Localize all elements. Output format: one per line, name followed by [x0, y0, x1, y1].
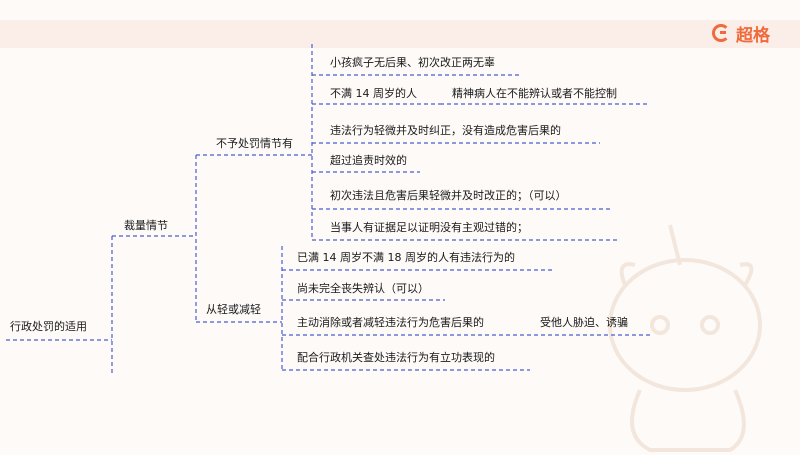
- branch-a-subitem: 精神病人在不能辨认或者不能控制: [452, 87, 617, 100]
- branch-b-item: 尚未完全丧失辨认（可以）: [297, 282, 429, 295]
- branch-a-node: 不予处罚情节有: [216, 137, 293, 150]
- brand-name: 超格: [736, 25, 770, 46]
- branch-b-subitem: 受他人胁迫、诱骗: [540, 316, 628, 329]
- branch-b-item: 已满 14 周岁不满 18 周岁的人有违法行为的: [297, 251, 515, 264]
- branch-a-item: 违法行为轻微并及时纠正，没有造成危害后果的: [330, 124, 561, 137]
- top-banner: [0, 20, 800, 48]
- brand-logo: 超格: [712, 18, 770, 48]
- brand-c-icon: [712, 24, 730, 42]
- branch-a-item: 当事人有证据足以证明没有主观过错的；: [330, 221, 528, 234]
- branch-a-item: 初次违法且危害后果轻微并及时改正的；（可以）: [330, 189, 567, 202]
- branch-a-item: 小孩疯子无后果、初次改正两无辜: [330, 56, 495, 69]
- branch-a-item: 不满 14 周岁的人: [330, 87, 417, 100]
- branch-b-node: 从轻或减轻: [206, 303, 261, 316]
- branch-a-item: 超过追责时效的: [330, 154, 407, 167]
- level1-node: 裁量情节: [124, 219, 168, 232]
- branch-b-item: 主动消除或者减轻违法行为危害后果的: [297, 316, 484, 329]
- branch-b-item: 配合行政机关查处违法行为有立功表现的: [297, 351, 495, 364]
- root-node: 行政处罚的适用: [10, 320, 87, 333]
